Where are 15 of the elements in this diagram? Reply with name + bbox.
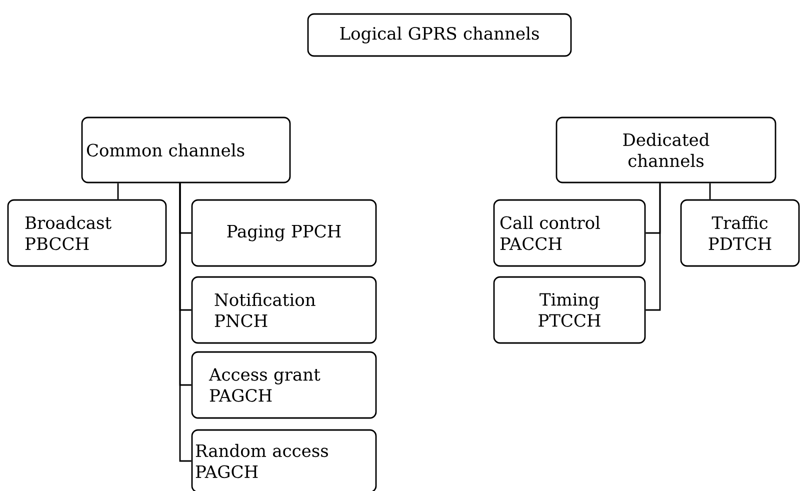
channel-box: Logical GPRS channels (307, 13, 572, 57)
channel-box: Random access PAGCH (191, 429, 377, 491)
connector-line (117, 183, 119, 200)
channel-box: Traffic PDTCH (680, 199, 800, 267)
channel-box: Call control PACCH (493, 199, 646, 267)
channel-box: Access grant PAGCH (191, 351, 377, 419)
connector-line (646, 183, 661, 311)
channel-box: Dedicated channels (556, 116, 776, 184)
connector-line (709, 183, 711, 200)
channel-box: Timing PTCCH (493, 276, 646, 344)
channel-box: Broadcast PBCCH (7, 199, 167, 267)
connector-line (179, 183, 192, 462)
channel-box: Common channels (81, 116, 291, 184)
channel-box: Notification PNCH (191, 276, 377, 344)
channel-box: Paging PPCH (191, 199, 377, 267)
